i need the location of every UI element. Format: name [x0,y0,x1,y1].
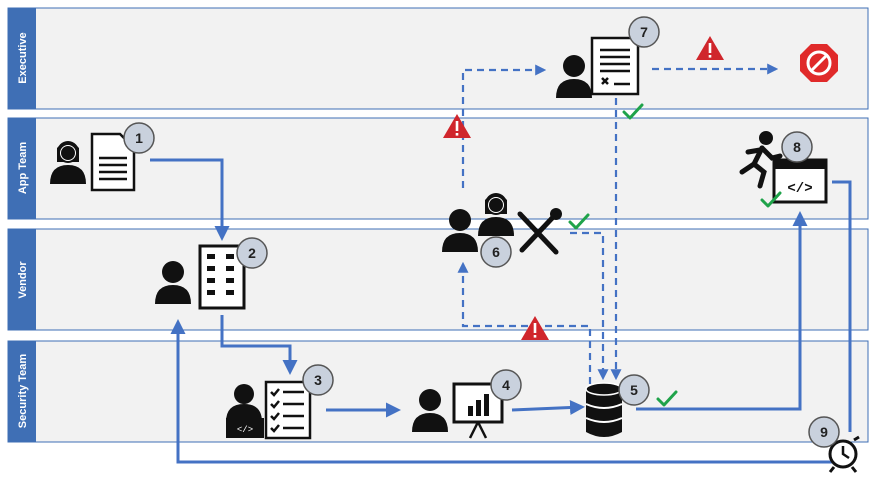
arrow-5-to-8 [636,211,808,411]
alarm-clock-icon [826,435,860,473]
lane-vendor: Vendor [7,228,869,331]
lane-label-vendor: Vendor [17,261,29,299]
step-number: 9 [820,424,828,440]
step-1-app-team-request [50,132,136,192]
lane-label-app-team: App Team [17,142,29,195]
step-number: 4 [502,377,510,393]
step-7-executive-approval [556,36,640,98]
step-badge-9: 9 [808,416,840,448]
arrow-9-to-2 [170,319,832,464]
step-number: 6 [492,244,500,260]
flow-connectors [150,158,852,464]
step-badge-7: 7 [628,16,660,48]
step-number: 7 [640,24,648,40]
dashed-connectors [457,63,779,384]
step-badge-3: 3 [302,364,334,396]
arrow-4-to-5 [511,400,585,416]
step-number: 3 [314,372,322,388]
step-badge-6: 6 [480,236,512,268]
lane-label-executive: Executive [17,32,29,83]
code-icon: </> [787,181,812,197]
step-3-security-review: </> [226,380,312,440]
stop-sign-icon [800,44,838,82]
step-badge-5: 5 [618,374,650,406]
arrow-8-to-9 [832,180,852,432]
lane-label-security-team: Security Team [17,354,29,429]
step-number: 8 [793,139,801,155]
step-number: 2 [248,245,256,261]
arrow-1-to-2 [150,158,230,241]
step-badge-2: 2 [236,237,268,269]
code-icon: </> [237,425,253,435]
arrow-2-to-3 [220,315,298,375]
dashed-6-to-7 [461,64,547,188]
step-number: 5 [630,382,638,398]
step-badge-8: 8 [781,131,813,163]
dashed-5-to-6 [457,261,592,384]
lane-executive: Executive [7,7,869,110]
step-badge-4: 4 [490,369,522,401]
step-number: 1 [135,130,143,146]
step-badge-1: 1 [123,122,155,154]
step-6-app-team-remediation [442,193,562,255]
step-5-database [585,382,623,437]
